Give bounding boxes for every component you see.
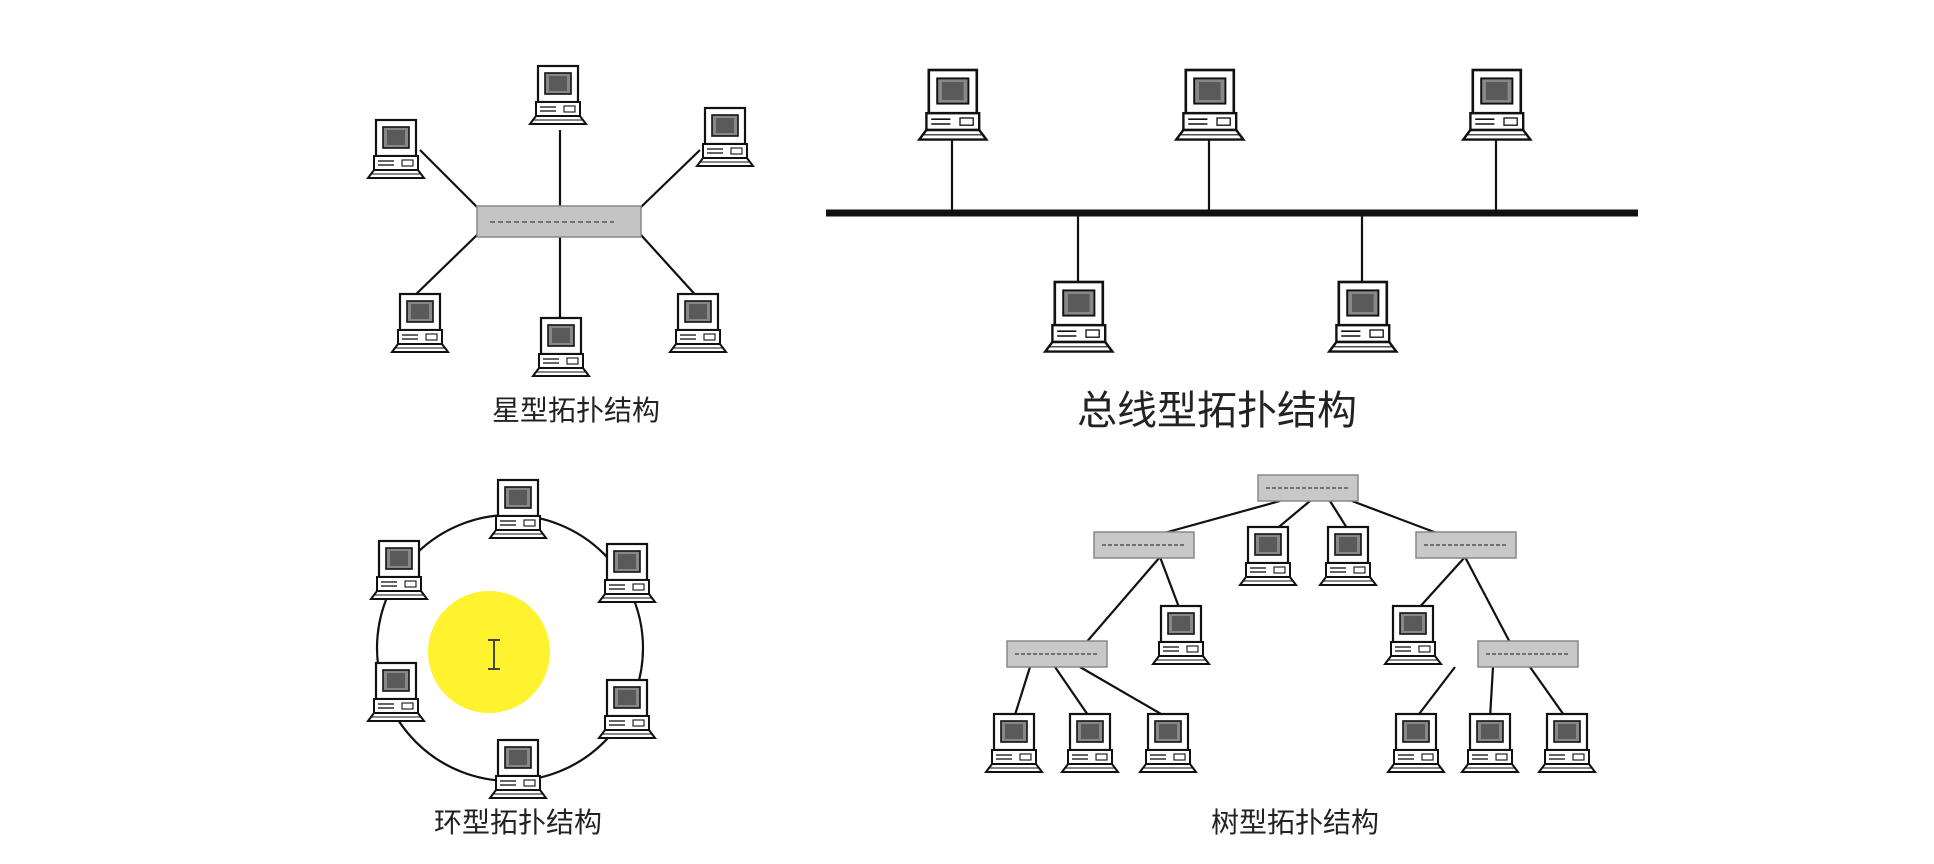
computer-icon [369,539,429,601]
computer-icon [1460,712,1520,774]
computer-icon [984,712,1044,774]
computer-icon [1383,604,1443,666]
bus-links [950,136,1498,282]
star-topology-caption: 星型拓扑结构 [492,394,660,427]
tree-hub [1006,640,1108,668]
bus-topology-caption: 总线型拓扑结构 [1077,388,1357,434]
computer-icon [1043,280,1114,353]
computer-icon [390,292,450,354]
tree-hub [1415,531,1517,559]
text-cursor-icon [488,639,500,670]
computer-icon [1318,525,1378,587]
computer-icon [1138,712,1198,774]
tree-topology-caption: 树型拓扑结构 [1211,806,1379,839]
computer-icon [1238,525,1298,587]
computer-icon [1461,68,1532,141]
tree-hub [1093,531,1195,559]
computer-icon [597,678,657,740]
computer-icon [1151,604,1211,666]
computer-icon [528,64,588,126]
tree-hub [1477,640,1579,668]
star-links [409,130,701,318]
computer-icon [488,478,548,540]
computer-icon [366,118,426,180]
computer-icon [695,106,755,168]
tree-root-hub [1257,474,1359,502]
computer-icon [1327,280,1398,353]
star-topology: 星型拓扑结构 [366,64,755,427]
tree-topology: 树型拓扑结构 [984,474,1597,839]
computer-icon [488,738,548,800]
ring-topology: 环型拓扑结构 [366,478,657,839]
bus-topology: 总线型拓扑结构 [826,68,1638,434]
computer-icon [1060,712,1120,774]
cursor-highlight [428,591,550,713]
computer-icon [917,68,988,141]
computer-icon [1537,712,1597,774]
computer-icon [668,292,728,354]
computer-icon [531,316,591,378]
ring-topology-caption: 环型拓扑结构 [434,806,602,839]
computer-icon [597,542,657,604]
computer-icon [1174,68,1245,141]
computer-icon [1386,712,1446,774]
star-hub [476,205,642,238]
computer-icon [366,661,426,723]
